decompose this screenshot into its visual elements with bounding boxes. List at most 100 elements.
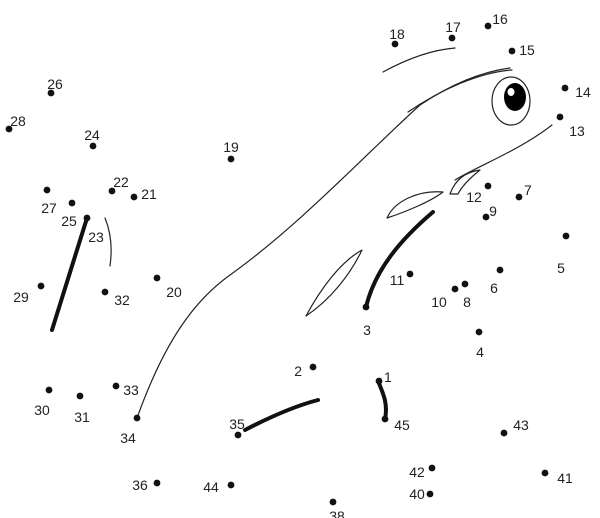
dot-label-1: 1 bbox=[384, 369, 392, 385]
dot-30[interactable] bbox=[45, 386, 53, 394]
dot-29[interactable] bbox=[37, 282, 45, 290]
outline-drawing bbox=[50, 47, 553, 432]
dot-label-38: 38 bbox=[329, 508, 345, 518]
dot-38[interactable] bbox=[329, 498, 337, 506]
tail-curve bbox=[104, 217, 112, 267]
dot-label-30: 30 bbox=[34, 402, 50, 418]
dot-25[interactable] bbox=[68, 199, 76, 207]
dot-33[interactable] bbox=[112, 382, 120, 390]
dot-35[interactable] bbox=[234, 431, 242, 439]
dot-1[interactable] bbox=[375, 377, 383, 385]
mouth-curve bbox=[449, 169, 481, 195]
numbered-dots: 1234567891011121314151617181920212223242… bbox=[5, 11, 591, 518]
dot-42[interactable] bbox=[428, 464, 436, 472]
dot-label-17: 17 bbox=[445, 19, 461, 35]
dot-27[interactable] bbox=[43, 186, 51, 194]
stroke-fin-bottom bbox=[243, 398, 320, 432]
dot-36[interactable] bbox=[153, 479, 161, 487]
dot-19[interactable] bbox=[227, 155, 235, 163]
dot-label-3: 3 bbox=[363, 322, 371, 338]
pupil-icon bbox=[504, 83, 526, 111]
dot-18[interactable] bbox=[391, 40, 399, 48]
stroke-belly bbox=[364, 210, 435, 309]
dot-28[interactable] bbox=[5, 125, 13, 133]
dot-label-21: 21 bbox=[141, 186, 157, 202]
dot-label-31: 31 bbox=[74, 409, 90, 425]
jaw-line bbox=[454, 124, 553, 181]
dot-label-32: 32 bbox=[114, 292, 130, 308]
dot-label-36: 36 bbox=[132, 477, 148, 493]
dot-31[interactable] bbox=[76, 392, 84, 400]
dot-17[interactable] bbox=[448, 34, 456, 42]
dot-11[interactable] bbox=[406, 270, 414, 278]
dot-24[interactable] bbox=[89, 142, 97, 150]
dot-8[interactable] bbox=[461, 280, 469, 288]
dot-label-26: 26 bbox=[47, 76, 63, 92]
dot-label-16: 16 bbox=[492, 11, 508, 27]
eye-outline bbox=[491, 76, 531, 126]
dot-label-41: 41 bbox=[557, 470, 573, 486]
dot-label-5: 5 bbox=[557, 260, 565, 276]
dot-label-22: 22 bbox=[113, 174, 129, 190]
dot-label-18: 18 bbox=[389, 26, 405, 42]
dot-3[interactable] bbox=[362, 303, 370, 311]
dot-14[interactable] bbox=[561, 84, 569, 92]
dot-label-45: 45 bbox=[394, 417, 410, 433]
dot-label-10: 10 bbox=[431, 294, 447, 310]
dot-15[interactable] bbox=[508, 47, 516, 55]
stroke-anal-fin bbox=[376, 379, 389, 421]
body-back-line bbox=[136, 67, 511, 419]
dot-22[interactable] bbox=[108, 187, 116, 195]
dot-label-42: 42 bbox=[409, 464, 425, 480]
dot-label-33: 33 bbox=[123, 382, 139, 398]
dot-44[interactable] bbox=[227, 481, 235, 489]
stroke-tail bbox=[50, 216, 89, 332]
dot-16[interactable] bbox=[484, 22, 492, 30]
dot-label-11: 11 bbox=[390, 272, 405, 288]
dot-label-40: 40 bbox=[409, 486, 425, 502]
dot-label-29: 29 bbox=[13, 289, 29, 305]
side-fin bbox=[305, 249, 363, 317]
dot-label-25: 25 bbox=[61, 213, 77, 229]
dot-label-6: 6 bbox=[490, 280, 498, 296]
dot-label-43: 43 bbox=[513, 417, 529, 433]
dot-label-27: 27 bbox=[41, 200, 57, 216]
gill-fin bbox=[386, 191, 444, 219]
dot-label-8: 8 bbox=[463, 294, 471, 310]
dot-40[interactable] bbox=[426, 490, 434, 498]
dot-12[interactable] bbox=[484, 182, 492, 190]
dot-34[interactable] bbox=[133, 414, 141, 422]
dot-32[interactable] bbox=[101, 288, 109, 296]
dot-4[interactable] bbox=[475, 328, 483, 336]
dot-41[interactable] bbox=[541, 469, 549, 477]
dot-label-12: 12 bbox=[466, 189, 482, 205]
dot-label-35: 35 bbox=[229, 416, 245, 432]
dot-20[interactable] bbox=[153, 274, 161, 282]
dot-label-13: 13 bbox=[569, 123, 585, 139]
dot-26[interactable] bbox=[47, 89, 55, 97]
dot-43[interactable] bbox=[500, 429, 508, 437]
head-curve-line bbox=[407, 69, 513, 113]
dot-label-2: 2 bbox=[294, 363, 302, 379]
dot-label-9: 9 bbox=[489, 203, 497, 219]
dot-label-23: 23 bbox=[88, 229, 104, 245]
dot-13[interactable] bbox=[556, 113, 564, 121]
dot-label-44: 44 bbox=[203, 479, 219, 495]
dot-label-24: 24 bbox=[84, 127, 100, 143]
dot-21[interactable] bbox=[130, 193, 138, 201]
dot-6[interactable] bbox=[496, 266, 504, 274]
dot-label-14: 14 bbox=[575, 84, 591, 100]
dot-23[interactable] bbox=[83, 214, 91, 222]
dot-5[interactable] bbox=[562, 232, 570, 240]
dot-7[interactable] bbox=[515, 193, 523, 201]
dot-10[interactable] bbox=[451, 285, 459, 293]
eye-highlight bbox=[507, 88, 515, 96]
dot-9[interactable] bbox=[482, 213, 490, 221]
dot-45[interactable] bbox=[381, 415, 389, 423]
dot-label-4: 4 bbox=[476, 344, 484, 360]
dot-2[interactable] bbox=[309, 363, 317, 371]
dot-label-15: 15 bbox=[519, 42, 535, 58]
dot-label-19: 19 bbox=[223, 139, 239, 155]
dot-label-20: 20 bbox=[166, 284, 182, 300]
